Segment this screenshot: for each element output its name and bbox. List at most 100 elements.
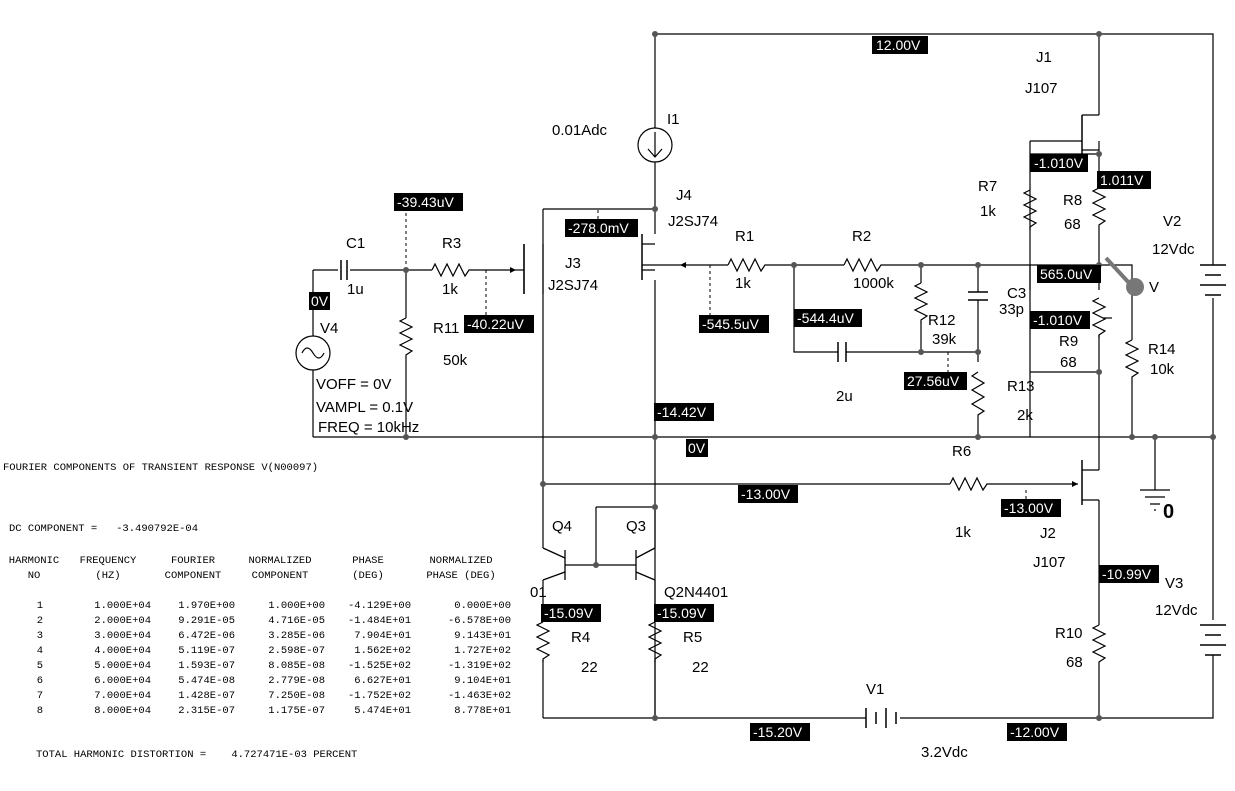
- resistor-r10-icon[interactable]: [1091, 624, 1107, 665]
- voltage-tag-ground[interactable]: 0V: [686, 439, 708, 457]
- resistor-r3-icon[interactable]: [431, 262, 472, 278]
- j1-model-label: J107: [1025, 80, 1058, 97]
- current-source-i1-icon[interactable]: [637, 127, 673, 163]
- resistor-r2-icon[interactable]: [843, 257, 884, 273]
- resistor-r14-icon[interactable]: [1124, 339, 1140, 380]
- fourier-cell: 8.000E+04: [94, 704, 151, 717]
- v2-label: V2: [1163, 213, 1181, 230]
- fourier-cell: 5.474E+01: [354, 704, 411, 717]
- svg-text:-15.09V: -15.09V: [657, 605, 707, 621]
- jfet-j4-icon[interactable]: [641, 234, 686, 280]
- battery-v3-icon[interactable]: [1200, 624, 1226, 656]
- voltage-tag-output[interactable]: 565.0uV: [1037, 265, 1101, 283]
- battery-v2-icon[interactable]: [1200, 264, 1226, 296]
- r8-label: R8: [1063, 192, 1082, 209]
- voltage-tag-r4[interactable]: -15.09V: [541, 604, 601, 622]
- fourier-cell: 5.119E-07: [178, 644, 235, 657]
- voltage-tag-r2[interactable]: -544.4uV: [794, 309, 862, 327]
- resistor-r6-icon[interactable]: [949, 476, 990, 492]
- r1-value-label: 1k: [735, 275, 751, 292]
- capacitor-2u-icon[interactable]: [837, 342, 847, 362]
- voltage-tag-v3[interactable]: -10.99V: [1099, 565, 1159, 583]
- fourier-cell: 1.727E+02: [454, 644, 511, 657]
- r6-value-label: 1k: [955, 524, 971, 541]
- battery-v1-icon[interactable]: [865, 708, 897, 728]
- bjt-q3-icon[interactable]: [635, 547, 656, 581]
- bjt-q4-icon[interactable]: [542, 547, 566, 581]
- voltage-tag-r9[interactable]: -1.010V: [1030, 311, 1090, 329]
- voltage-tag-v4[interactable]: 0V: [309, 292, 330, 310]
- resistor-r11-icon[interactable]: [398, 317, 414, 358]
- r2-value-label: 1000k: [853, 275, 894, 292]
- fourier-cell: 6: [36, 674, 43, 687]
- voltage-tag-bottom-left[interactable]: -15.20V: [750, 723, 810, 741]
- voltage-tag-j4-gate[interactable]: -278.0mV: [565, 219, 638, 237]
- voltage-tag-negative[interactable]: -14.42V: [654, 403, 714, 421]
- voltage-tag-r5[interactable]: -15.09V: [654, 604, 714, 622]
- voltage-tag-r13[interactable]: 27.56uV: [904, 372, 967, 390]
- voltage-tag-r11[interactable]: -40.22uV: [464, 315, 534, 333]
- voltage-tag-r8[interactable]: 1.011V: [1097, 171, 1151, 189]
- r14-value-label: 10k: [1150, 361, 1175, 378]
- fourier-cell: 2: [36, 614, 43, 627]
- resistor-r12-icon[interactable]: [913, 282, 929, 323]
- r5-label: R5: [683, 629, 702, 646]
- fourier-cell: -1.525E+02: [347, 659, 411, 672]
- voltage-tag-m13-left[interactable]: -13.00V: [738, 485, 798, 503]
- jfet-j2-icon[interactable]: [1072, 460, 1099, 505]
- capacitor-c1-icon[interactable]: [340, 260, 348, 280]
- voltage-tag-j4-out[interactable]: -545.5uV: [699, 315, 769, 333]
- resistor-r5-icon[interactable]: [647, 621, 663, 662]
- resistor-r8-icon[interactable]: [1091, 187, 1107, 228]
- svg-text:-40.22uV: -40.22uV: [467, 316, 524, 332]
- fourier-cell: -6.578E+00: [447, 614, 511, 627]
- r11-value-label: 50k: [443, 352, 468, 369]
- resistor-r9-icon[interactable]: [1091, 297, 1112, 338]
- voltage-tag-bottom-right[interactable]: -12.00V: [1007, 723, 1067, 741]
- jfet-j3-icon[interactable]: [510, 244, 525, 294]
- resistor-r7-icon[interactable]: [1022, 189, 1038, 230]
- c3-value-label: 33p: [999, 301, 1024, 318]
- col-harmonic: HARMONIC: [8, 554, 60, 567]
- voltage-tag-m13-right[interactable]: -13.00V: [1001, 499, 1061, 517]
- fourier-cell: 2.000E+04: [94, 614, 151, 627]
- fourier-cell: 1.970E+00: [178, 599, 235, 612]
- r10-value-label: 68: [1066, 654, 1083, 671]
- fourier-cell: 1.000E+00: [268, 599, 325, 612]
- v1-value-label: 3.2Vdc: [921, 744, 968, 761]
- fourier-title: FOURIER COMPONENTS OF TRANSIENT RESPONSE…: [3, 462, 319, 474]
- j4-model-label: J2SJ74: [668, 213, 718, 230]
- svg-text:-544.4uV: -544.4uV: [797, 310, 854, 326]
- svg-text:-13.00V: -13.00V: [1004, 500, 1054, 516]
- voltage-tag-top-rail[interactable]: 12.00V: [872, 36, 928, 54]
- r6-label: R6: [952, 443, 971, 460]
- r7-value-label: 1k: [980, 203, 996, 220]
- vampl-label: VAMPL = 0.1V: [316, 399, 413, 416]
- capacitor-c3-icon[interactable]: [968, 291, 988, 301]
- jfet-j1-icon[interactable]: [1081, 114, 1099, 160]
- svg-text:-545.5uV: -545.5uV: [702, 316, 759, 332]
- voltage-probe-icon[interactable]: [1104, 256, 1144, 296]
- j4-label: J4: [676, 187, 692, 204]
- fourier-cell: 4: [36, 644, 43, 657]
- sine-source-v4-icon[interactable]: [295, 335, 331, 371]
- r5-value-label: 22: [692, 659, 709, 676]
- svg-text:-278.0mV: -278.0mV: [568, 220, 629, 236]
- resistor-r4-icon[interactable]: [535, 621, 551, 662]
- r9-value-label: 68: [1060, 354, 1077, 371]
- fourier-cell: 6.000E+04: [94, 674, 151, 687]
- fourier-cell: 4.716E-05: [268, 614, 325, 627]
- freq-label: FREQ = 10kHz: [318, 419, 419, 436]
- voltage-tag-j1-source[interactable]: -1.010V: [1030, 154, 1088, 172]
- svg-text:-14.42V: -14.42V: [657, 404, 707, 420]
- voltage-tag-c1-r3[interactable]: -39.43uV: [394, 193, 463, 211]
- fourier-cell: 7.904E+01: [354, 629, 411, 642]
- resistor-r13-icon[interactable]: [970, 371, 986, 420]
- c1-value-label: 1u: [347, 281, 364, 298]
- resistor-r1-icon[interactable]: [727, 257, 768, 273]
- j1-label: J1: [1036, 49, 1052, 66]
- v3-label: V3: [1165, 575, 1183, 592]
